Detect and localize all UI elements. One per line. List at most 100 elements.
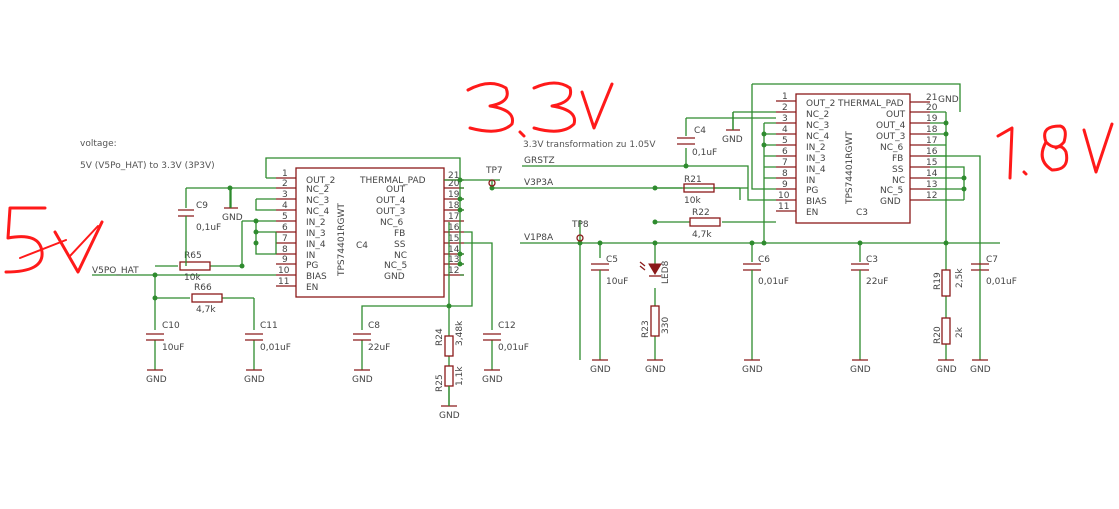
ic-left-pin-15-name: SS xyxy=(394,240,406,250)
c11-value: 0,01uF xyxy=(260,343,291,353)
capacitor-c5[interactable]: C5 10uF xyxy=(606,255,628,287)
ic-right-body[interactable] xyxy=(795,93,911,224)
ic-right-pin-num-6: 6 xyxy=(782,147,788,157)
ic-right-pin-7-name: IN_4 xyxy=(806,165,826,175)
ic-right-pin-8-name: IN xyxy=(806,176,815,186)
resistor-r25[interactable]: R25 1,1k xyxy=(435,365,465,392)
ic-right-pin-num-11: 11 xyxy=(778,202,789,212)
c3b-value: 22uF xyxy=(866,277,888,287)
ic-right-pin-num-15: 15 xyxy=(926,158,937,168)
ic-right-pin-num-16: 16 xyxy=(926,147,938,157)
handwritten-1-8v xyxy=(996,122,1114,180)
testpoint-tp8[interactable]: TP8 xyxy=(571,220,589,242)
r24-value: 3,48k xyxy=(455,320,465,346)
ic-right-pin-num-7: 7 xyxy=(782,158,788,168)
r65-ref: R65 xyxy=(184,251,202,261)
ic-left-pin-num-8: 8 xyxy=(282,245,288,255)
ic-right-pin-13-name: NC_5 xyxy=(880,186,903,196)
c12-value: 0,01uF xyxy=(498,343,529,353)
ic-left-pin-num-20: 20 xyxy=(448,179,460,189)
led8-ref: LED8 xyxy=(661,260,671,284)
ic-left-part: TPS74401RGWT xyxy=(337,203,347,277)
ic-left-pin-8-name: IN xyxy=(306,251,315,261)
ic-left-pin-21-name: THERMAL_PAD xyxy=(359,176,426,186)
ic-left-pin-6-name: IN_3 xyxy=(306,229,326,239)
ic-right-pin-1-name: OUT_2 xyxy=(806,99,835,109)
c6-value: 0,01uF xyxy=(758,277,789,287)
r23-value: 330 xyxy=(661,317,671,334)
capacitor-c7[interactable]: C7 0,01uF xyxy=(986,255,1017,287)
r19-value: 2,5k xyxy=(955,268,965,288)
r22-value: 4,7k xyxy=(692,230,712,240)
c4b-ref: C4 xyxy=(694,126,706,136)
ic-left-pin-11-name: EN xyxy=(306,283,318,293)
capacitor-c12[interactable]: C12 0,01uF xyxy=(498,321,529,353)
ic-right-pin-num-9: 9 xyxy=(782,180,788,190)
ic-left-pin-num-7: 7 xyxy=(282,234,288,244)
c5-value: 10uF xyxy=(606,277,628,287)
r21-ref: R21 xyxy=(684,175,702,185)
ic-right-pin-5-name: IN_2 xyxy=(806,143,826,153)
resistor-r21[interactable]: R21 10k xyxy=(683,175,715,206)
ic-right-pin-10-name: BIAS xyxy=(806,197,827,207)
resistor-r20[interactable]: R20 2k xyxy=(933,317,965,345)
ic-left-pin-16-name: FB xyxy=(394,229,405,239)
ic-right-pin-num-5: 5 xyxy=(782,136,788,146)
resistor-r65[interactable]: R65 10k xyxy=(179,251,211,283)
r66-value: 4,7k xyxy=(196,305,216,315)
tp7-label: TP7 xyxy=(485,166,503,176)
ic-right-pin-num-14: 14 xyxy=(926,169,938,179)
ic-right-pin-17-name: NC_6 xyxy=(880,143,904,153)
r21-value: 10k xyxy=(684,196,701,206)
ic-left-pin-num-14: 14 xyxy=(448,245,460,255)
ic-left-pin-5-name: IN_2 xyxy=(306,218,326,228)
ic-right-pin-num-18: 18 xyxy=(926,125,938,135)
gnd-c6: GND xyxy=(742,365,763,375)
ic-left-pin-num-5: 5 xyxy=(282,212,288,222)
voltage-note-line: 5V (V5Po_HAT) to 3.3V (3P3V) xyxy=(80,161,215,171)
r25-value: 1,1k xyxy=(455,366,465,386)
ic-right-pin-num-19: 19 xyxy=(926,114,938,124)
resistor-r24[interactable]: R24 3,48k xyxy=(435,320,465,357)
capacitor-c8[interactable]: C8 22uF xyxy=(368,321,390,353)
capacitor-c6[interactable]: C6 0,01uF xyxy=(758,255,789,287)
ic-left-pin-2-name: NC_2 xyxy=(306,185,329,195)
ic-right-pin-num-21: 21 xyxy=(926,93,937,103)
ic-right-pin-num-2: 2 xyxy=(782,103,788,113)
r19-ref: R19 xyxy=(933,272,943,290)
ic-right-pin-20-name: OUT xyxy=(886,110,906,120)
capacitor-c3-b[interactable]: C3 22uF xyxy=(866,255,888,287)
capacitor-c4-b[interactable]: C4 0,1uF xyxy=(692,126,717,158)
gnd-c7: GND xyxy=(970,365,991,375)
wires-left xyxy=(92,157,748,406)
ic-right-pin-14-name: NC xyxy=(892,176,905,186)
net-v5po-hat: V5PO_HAT xyxy=(92,266,139,276)
resistor-r66[interactable]: R66 4,7k xyxy=(191,283,223,315)
testpoint-tp7[interactable]: TP7 xyxy=(485,166,503,187)
resistor-r22[interactable]: R22 4,7k xyxy=(689,208,721,240)
ic-right-pin-9-name: PG xyxy=(806,186,818,196)
net-v3p3a: V3P3A xyxy=(524,178,554,188)
ic-right-pin-2-name: NC_2 xyxy=(806,110,829,120)
capacitor-c11[interactable]: C11 0,01uF xyxy=(260,321,291,353)
ic-right-part: TPS74401RGWT xyxy=(845,131,855,205)
ic-left-pin-3-name: NC_3 xyxy=(306,196,329,206)
ic-right-pin-11-name: EN xyxy=(806,208,818,218)
ic-left-pin-17-name: NC_6 xyxy=(380,218,404,228)
resistor-r19[interactable]: R19 2,5k xyxy=(933,268,965,297)
gnd-left-top: GND xyxy=(222,213,243,223)
c11-ref: C11 xyxy=(260,321,278,331)
gnd-r23: GND xyxy=(645,365,666,375)
ic-left-pin-num-18: 18 xyxy=(448,201,460,211)
ic-right-pin-15-name: SS xyxy=(892,165,904,175)
ic-left-pin-19-name: OUT_4 xyxy=(376,196,406,206)
ic-left-pin-num-1: 1 xyxy=(282,169,288,179)
led-led8[interactable]: LED8 xyxy=(639,260,671,284)
c7-ref: C7 xyxy=(986,255,998,265)
capacitor-c10[interactable]: C10 10uF xyxy=(162,321,184,353)
resistor-r23[interactable]: R23 330 xyxy=(641,305,671,338)
gnd-c5: GND xyxy=(590,365,611,375)
capacitor-c9[interactable]: C9 0,1uF xyxy=(196,201,221,233)
r24-ref: R24 xyxy=(435,328,445,346)
ic-left-pin-num-15: 15 xyxy=(448,234,459,244)
